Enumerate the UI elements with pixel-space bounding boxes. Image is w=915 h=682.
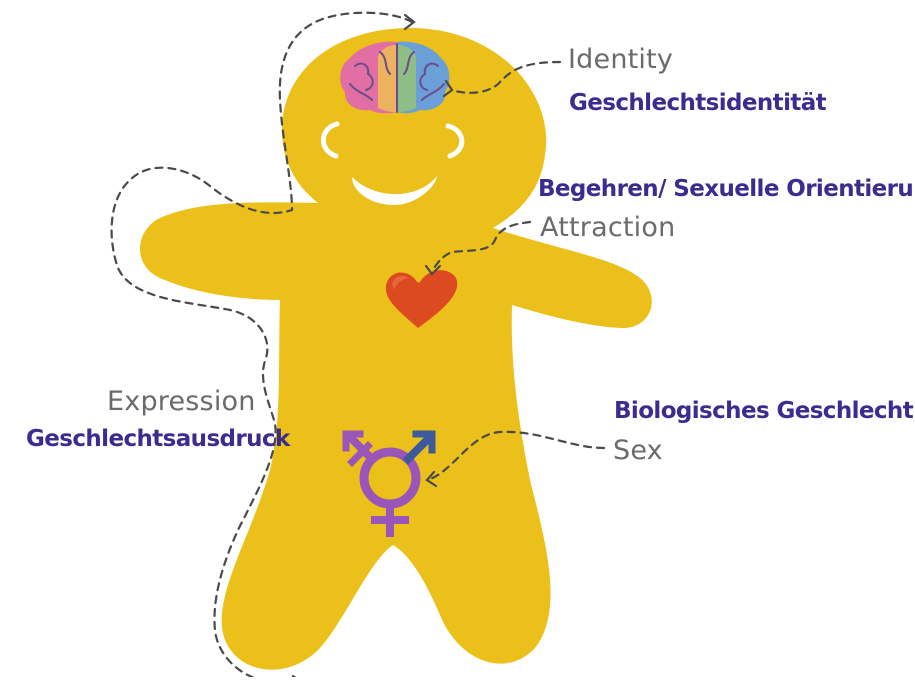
attraction-label: Attraction — [540, 214, 675, 241]
expression-german-label: Geschlechtsausdruck — [26, 428, 290, 451]
attraction-german-label: Begehren/ Sexuelle Orientierung — [538, 178, 915, 201]
gingerbread-person-body — [140, 28, 652, 670]
identity-german-label: Geschlechtsidentität — [569, 92, 826, 115]
sex-german-label: Biologisches Geschlecht — [614, 400, 913, 423]
sex-label: Sex — [613, 437, 663, 464]
rainbow-brain-icon — [340, 42, 449, 114]
identity-label: Identity — [568, 46, 673, 73]
expression-label: Expression — [107, 388, 256, 415]
